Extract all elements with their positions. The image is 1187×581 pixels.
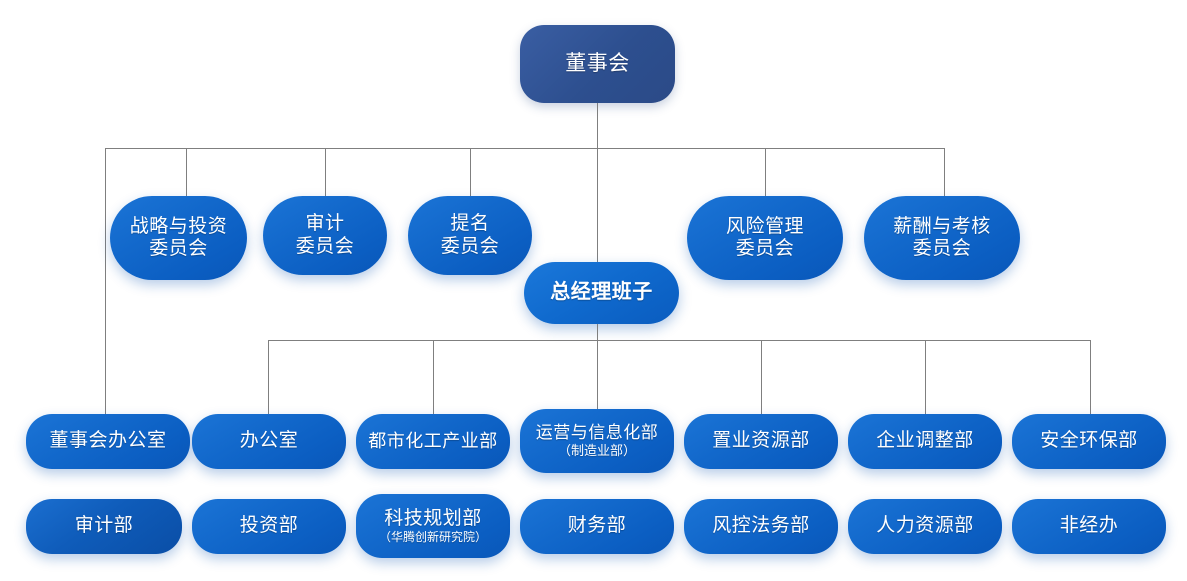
node-dept-operations-informatization[interactable]: 运营与信息化部 （制造业部） (520, 409, 674, 473)
node-label-line1: 提名 (450, 213, 490, 235)
node-committee-nomination[interactable]: 提名 委员会 (408, 196, 532, 275)
node-label-line1: 风险管理 (725, 215, 804, 237)
node-label-line1: 董事会办公室 (49, 430, 167, 452)
node-label-line2: 委员会 (149, 238, 208, 259)
node-general-manager-team[interactable]: 总经理班子 (524, 262, 679, 324)
node-label-line1: 薪酬与考核 (893, 215, 991, 237)
connector-drop-board-office (105, 148, 106, 414)
node-label-line1: 风控法务部 (712, 515, 810, 537)
connector-drop-dept-6 (1090, 340, 1091, 414)
connector-drop-committee-3 (470, 148, 471, 196)
connector-committee-bus (105, 148, 945, 149)
node-label-line1: 都市化工产业部 (368, 430, 498, 451)
connector-drop-dept-5 (925, 340, 926, 414)
connector-drop-committee-5 (944, 148, 945, 196)
node-committee-compensation-appraisal[interactable]: 薪酬与考核 委员会 (864, 196, 1020, 280)
node-label: 董事会 (565, 51, 630, 75)
connector-board-stem (597, 103, 598, 148)
connector-drop-dept-4 (761, 340, 762, 414)
node-committee-risk-management[interactable]: 风险管理 委员会 (687, 196, 843, 280)
connector-drop-dept-3 (597, 340, 598, 414)
node-label-line1: 审计部 (74, 515, 134, 537)
node-dept-human-resources[interactable]: 人力资源部 (848, 499, 1002, 554)
node-label-line1: 置业资源部 (712, 430, 810, 452)
connector-drop-dept-2 (433, 340, 434, 414)
node-dept-investment[interactable]: 投资部 (192, 499, 346, 554)
connector-department-bus (268, 340, 1090, 341)
node-committee-strategy-investment[interactable]: 战略与投资 委员会 (110, 196, 247, 280)
node-label-line1: 投资部 (239, 515, 299, 537)
node-label-line2: （制造业部） (557, 443, 636, 459)
connector-drop-committee-2 (325, 148, 326, 196)
connector-gm-stem (597, 324, 598, 340)
connector-drop-gm (597, 148, 598, 262)
node-dept-audit[interactable]: 审计部 (26, 499, 182, 554)
node-label-line1: 审计 (305, 213, 345, 235)
connector-drop-committee-4 (765, 148, 766, 196)
node-dept-board-office[interactable]: 董事会办公室 (26, 414, 190, 469)
node-label-line1: 企业调整部 (876, 430, 974, 452)
node-dept-non-operating-office[interactable]: 非经办 (1012, 499, 1166, 554)
node-label-line2: （华腾创新研究院） (378, 530, 487, 545)
node-label-line2: 委员会 (440, 235, 500, 257)
node-label-line2: 委员会 (295, 235, 355, 257)
node-label-line1: 战略与投资 (129, 215, 228, 237)
node-dept-office[interactable]: 办公室 (192, 414, 346, 469)
node-label-line1: 科技规划部 (384, 507, 482, 529)
node-label-line1: 运营与信息化部 (535, 423, 659, 443)
node-dept-property-resources[interactable]: 置业资源部 (684, 414, 838, 469)
node-dept-safety-environment[interactable]: 安全环保部 (1012, 414, 1166, 469)
node-label-line2: 委员会 (912, 238, 972, 259)
node-dept-urban-chemical-industry[interactable]: 都市化工产业部 (356, 414, 510, 469)
node-dept-finance[interactable]: 财务部 (520, 499, 674, 554)
node-label-line1: 安全环保部 (1040, 430, 1138, 452)
node-label: 总经理班子 (550, 281, 653, 304)
node-dept-technology-planning[interactable]: 科技规划部 （华腾创新研究院） (356, 494, 510, 558)
node-label-line1: 财务部 (567, 515, 627, 537)
node-label-line2: 委员会 (735, 238, 795, 259)
node-label-line1: 人力资源部 (876, 515, 974, 537)
node-committee-audit[interactable]: 审计 委员会 (263, 196, 387, 275)
connector-drop-dept-1 (268, 340, 269, 414)
connector-drop-committee-1 (186, 148, 187, 196)
node-board-of-directors[interactable]: 董事会 (520, 25, 675, 103)
node-label-line1: 办公室 (239, 430, 299, 452)
node-dept-enterprise-restructuring[interactable]: 企业调整部 (848, 414, 1002, 469)
node-label-line1: 非经办 (1059, 515, 1119, 537)
node-dept-risk-control-legal[interactable]: 风控法务部 (684, 499, 838, 554)
